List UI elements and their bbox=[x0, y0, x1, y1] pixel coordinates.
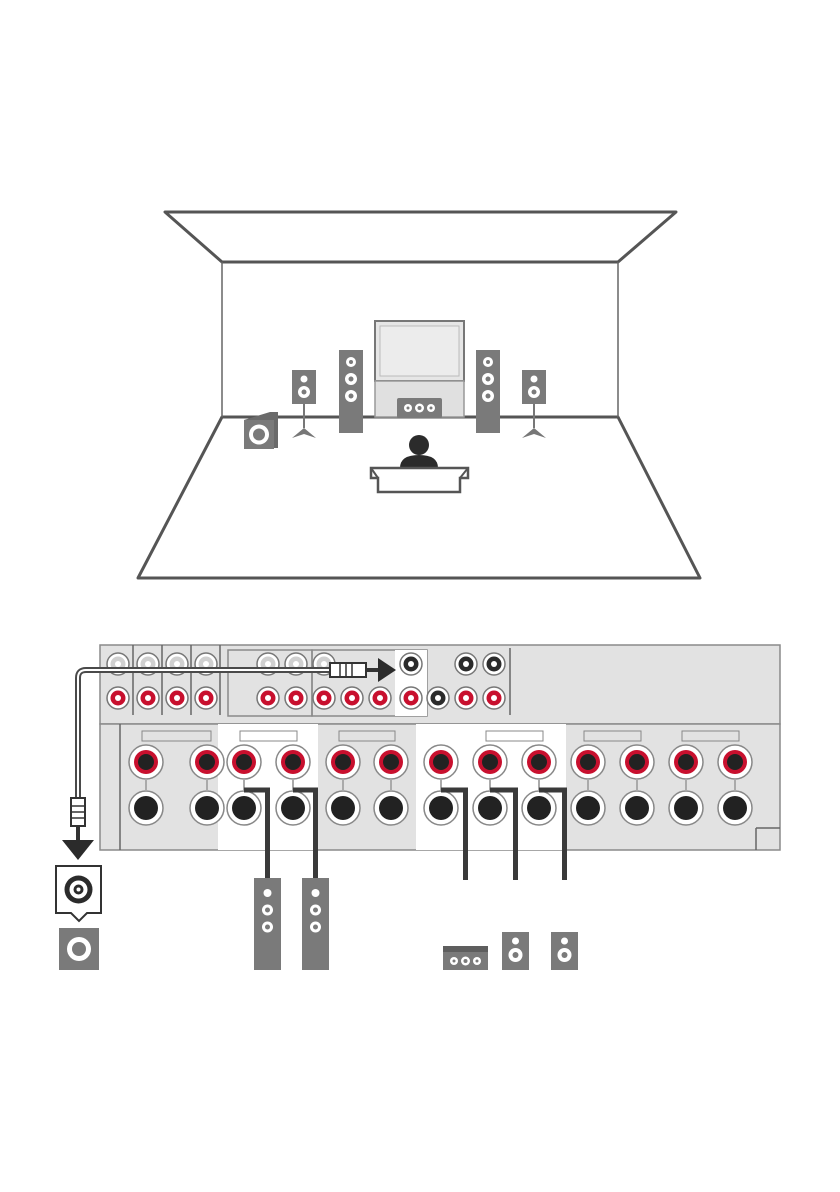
arrow-down-icon bbox=[62, 840, 94, 860]
connected-front-right-speaker bbox=[302, 878, 329, 970]
connected-surround-left-speaker bbox=[502, 932, 529, 970]
rca-jack bbox=[455, 653, 477, 675]
connected-center-speaker bbox=[443, 946, 488, 970]
center-speaker bbox=[397, 398, 442, 418]
rca-jack bbox=[257, 687, 279, 709]
subwoofer-input-callout bbox=[56, 866, 101, 921]
rca-jack bbox=[483, 687, 505, 709]
rca-jack bbox=[400, 687, 422, 709]
sofa bbox=[371, 468, 468, 492]
connected-front-left-speaker bbox=[254, 878, 281, 970]
subwoofer-speaker bbox=[59, 928, 99, 970]
rca-jack bbox=[341, 687, 363, 709]
rca-jack bbox=[137, 687, 159, 709]
room-illustration bbox=[138, 212, 700, 578]
rca-jack bbox=[195, 687, 217, 709]
subwoofer-output-jack bbox=[400, 653, 422, 675]
rca-jack bbox=[369, 687, 391, 709]
rca-jack bbox=[166, 687, 188, 709]
rca-jack bbox=[107, 687, 129, 709]
rca-jack bbox=[455, 687, 477, 709]
front-right-speaker bbox=[476, 350, 500, 433]
surround-left-speaker bbox=[292, 370, 316, 438]
rca-jack bbox=[483, 653, 505, 675]
listener-icon bbox=[400, 435, 438, 468]
connected-surround-right-speaker bbox=[551, 932, 578, 970]
front-left-speaker bbox=[339, 350, 363, 433]
room-ceiling bbox=[165, 212, 676, 262]
receiver-back-panel bbox=[100, 645, 780, 850]
rca-jack bbox=[427, 687, 449, 709]
rca-jack bbox=[285, 687, 307, 709]
surround-right-speaker bbox=[522, 370, 546, 438]
rca-jack bbox=[313, 687, 335, 709]
